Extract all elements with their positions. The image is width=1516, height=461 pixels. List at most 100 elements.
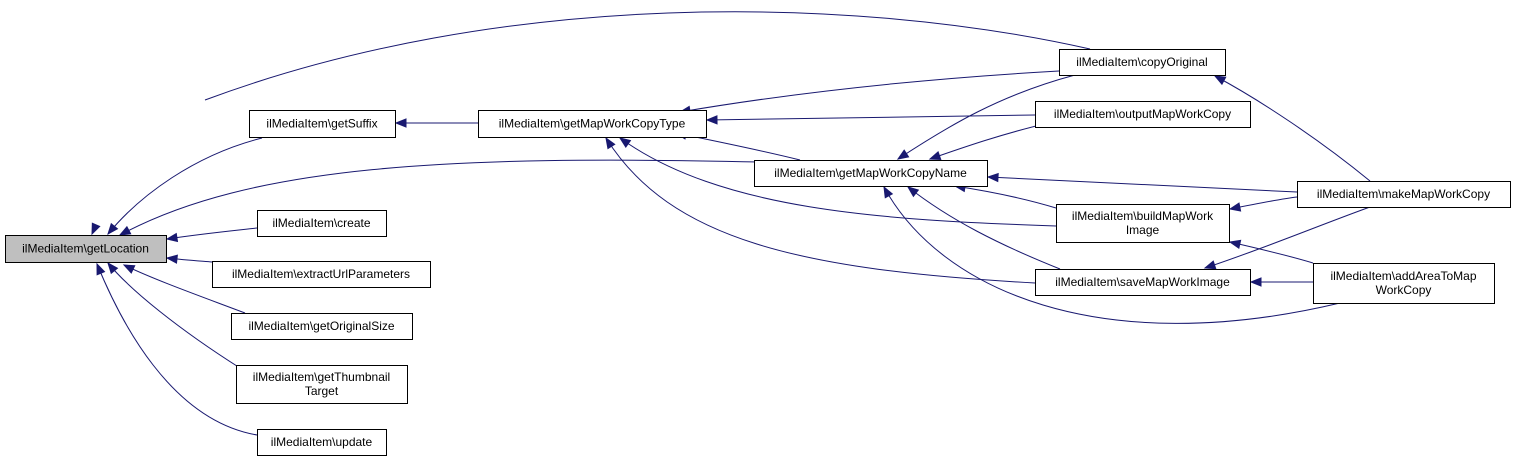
node-box[interactable] [212, 261, 431, 288]
arrowhead [165, 254, 178, 264]
node-box[interactable] [1059, 49, 1226, 76]
arrowhead [118, 225, 132, 236]
edges-layer [91, 11, 1371, 436]
node-getSuffix[interactable]: ilMediaItem\getSuffix [249, 110, 396, 138]
arrowhead [91, 222, 101, 236]
edge-saveMapWorkImage-to-getMapWorkCopyName [906, 186, 1061, 270]
node-getMapWorkCopyType[interactable]: ilMediaItem\getMapWorkCopyType [478, 110, 707, 138]
node-box[interactable] [1035, 101, 1251, 128]
edge-getSuffix-to-getLocation [107, 137, 263, 236]
arrowhead [1213, 75, 1227, 86]
edge-line [706, 114, 1036, 121]
edge-addAreaToMapWorkCopy-to-buildMapWorkImage [1228, 239, 1314, 264]
node-getOriginalSize[interactable]: ilMediaItem\getOriginalSize [231, 313, 413, 340]
node-box[interactable] [1056, 204, 1230, 243]
arrowhead [394, 118, 407, 128]
arrowhead [896, 149, 910, 160]
edge-getThumbnailTarget-to-getLocation [107, 261, 241, 369]
arrowhead [122, 264, 136, 274]
edge-makeMapWorkCopy-to-saveMapWorkImage [1203, 206, 1371, 270]
node-label: ilMediaItem\getLocation [22, 242, 149, 256]
node-box[interactable] [5, 235, 167, 263]
edge-line [679, 70, 1060, 113]
arrowhead [1228, 239, 1242, 249]
edge-copyOriginal-to-getLocation [91, 11, 1091, 236]
node-update[interactable]: ilMediaItem\update [257, 429, 387, 456]
node-box[interactable] [754, 160, 988, 187]
node-label: WorkCopy [1376, 283, 1432, 297]
node-label: ilMediaItem\makeMapWorkCopy [1317, 187, 1490, 201]
edge-buildMapWorkImage-to-getMapWorkCopyType [618, 137, 1057, 227]
node-box[interactable] [249, 110, 396, 138]
node-box[interactable] [257, 429, 387, 456]
edge-getMapWorkCopyType-to-getSuffix [394, 118, 479, 128]
arrowhead [1203, 260, 1217, 270]
arrowhead [1249, 277, 1262, 287]
node-box[interactable] [236, 365, 408, 404]
node-saveMapWorkImage[interactable]: ilMediaItem\saveMapWorkImage [1035, 269, 1251, 296]
node-label: ilMediaItem\getSuffix [266, 117, 377, 131]
node-copyOriginal[interactable]: ilMediaItem\copyOriginal [1059, 49, 1226, 76]
arrowhead [618, 137, 632, 148]
edge-line [1204, 206, 1371, 269]
node-label: Image [1126, 223, 1160, 237]
node-label: ilMediaItem\getMapWorkCopyName [774, 166, 967, 180]
node-box[interactable] [1313, 263, 1495, 304]
node-getLocation[interactable]: ilMediaItem\getLocation [5, 235, 167, 263]
node-box[interactable] [1297, 181, 1511, 208]
node-label: ilMediaItem\getMapWorkCopyType [499, 117, 686, 131]
node-label: ilMediaItem\copyOriginal [1076, 55, 1207, 69]
edge-line [605, 137, 1036, 284]
edge-line [107, 137, 263, 235]
edge-makeMapWorkCopy-to-getMapWorkCopyName [986, 172, 1298, 193]
node-label: ilMediaItem\outputMapWorkCopy [1054, 107, 1231, 121]
arrowhead [883, 185, 894, 199]
edge-line [897, 74, 1076, 160]
arrowhead [107, 222, 119, 236]
arrowhead [705, 115, 718, 125]
edge-saveMapWorkImage-to-getMapWorkCopyType [605, 136, 1036, 284]
edge-getOriginalSize-to-getLocation [122, 264, 246, 314]
node-getMapWorkCopyName[interactable]: ilMediaItem\getMapWorkCopyName [754, 160, 988, 187]
node-extractUrlParameters[interactable]: ilMediaItem\extractUrlParameters [212, 261, 431, 288]
node-makeMapWorkCopy[interactable]: ilMediaItem\makeMapWorkCopy [1297, 181, 1511, 208]
edge-line [987, 176, 1298, 193]
edge-copyOriginal-to-getMapWorkCopyName [896, 74, 1076, 160]
node-outputMapWorkCopy[interactable]: ilMediaItem\outputMapWorkCopy [1035, 101, 1251, 128]
edge-create-to-getLocation [165, 227, 258, 243]
edge-line [619, 137, 1057, 227]
edge-line [1214, 75, 1371, 182]
arrowhead [928, 151, 942, 161]
edge-line [166, 227, 258, 240]
edge-addAreaToMapWorkCopy-to-getMapWorkCopyName [883, 185, 1341, 324]
edge-line [107, 262, 241, 369]
arrowhead [986, 172, 999, 183]
node-label: Target [305, 384, 339, 398]
node-label: ilMediaItem\addAreaToMap [1330, 269, 1476, 283]
edge-outputMapWorkCopy-to-getMapWorkCopyType [705, 114, 1036, 125]
arrowhead [107, 261, 119, 275]
node-box[interactable] [1035, 269, 1251, 296]
edge-line [1229, 241, 1314, 264]
node-label: ilMediaItem\saveMapWorkImage [1055, 275, 1230, 289]
node-create[interactable]: ilMediaItem\create [257, 210, 387, 237]
edge-buildMapWorkImage-to-getMapWorkCopyName [953, 182, 1057, 209]
node-box[interactable] [478, 110, 707, 138]
arrowhead [165, 232, 179, 243]
edge-getMapWorkCopyName-to-getLocation [118, 159, 761, 236]
node-label: ilMediaItem\create [272, 216, 370, 230]
edge-makeMapWorkCopy-to-buildMapWorkImage [1228, 196, 1298, 212]
node-label: ilMediaItem\update [271, 435, 373, 449]
node-box[interactable] [257, 210, 387, 237]
edge-line [883, 186, 1341, 324]
edge-line [954, 185, 1057, 209]
edge-line [204, 11, 1091, 101]
node-box[interactable] [231, 313, 413, 340]
arrowhead [605, 136, 616, 150]
node-label: ilMediaItem\getThumbnail [253, 370, 390, 384]
arrowhead [1228, 202, 1242, 212]
edge-update-to-getLocation [96, 262, 258, 436]
